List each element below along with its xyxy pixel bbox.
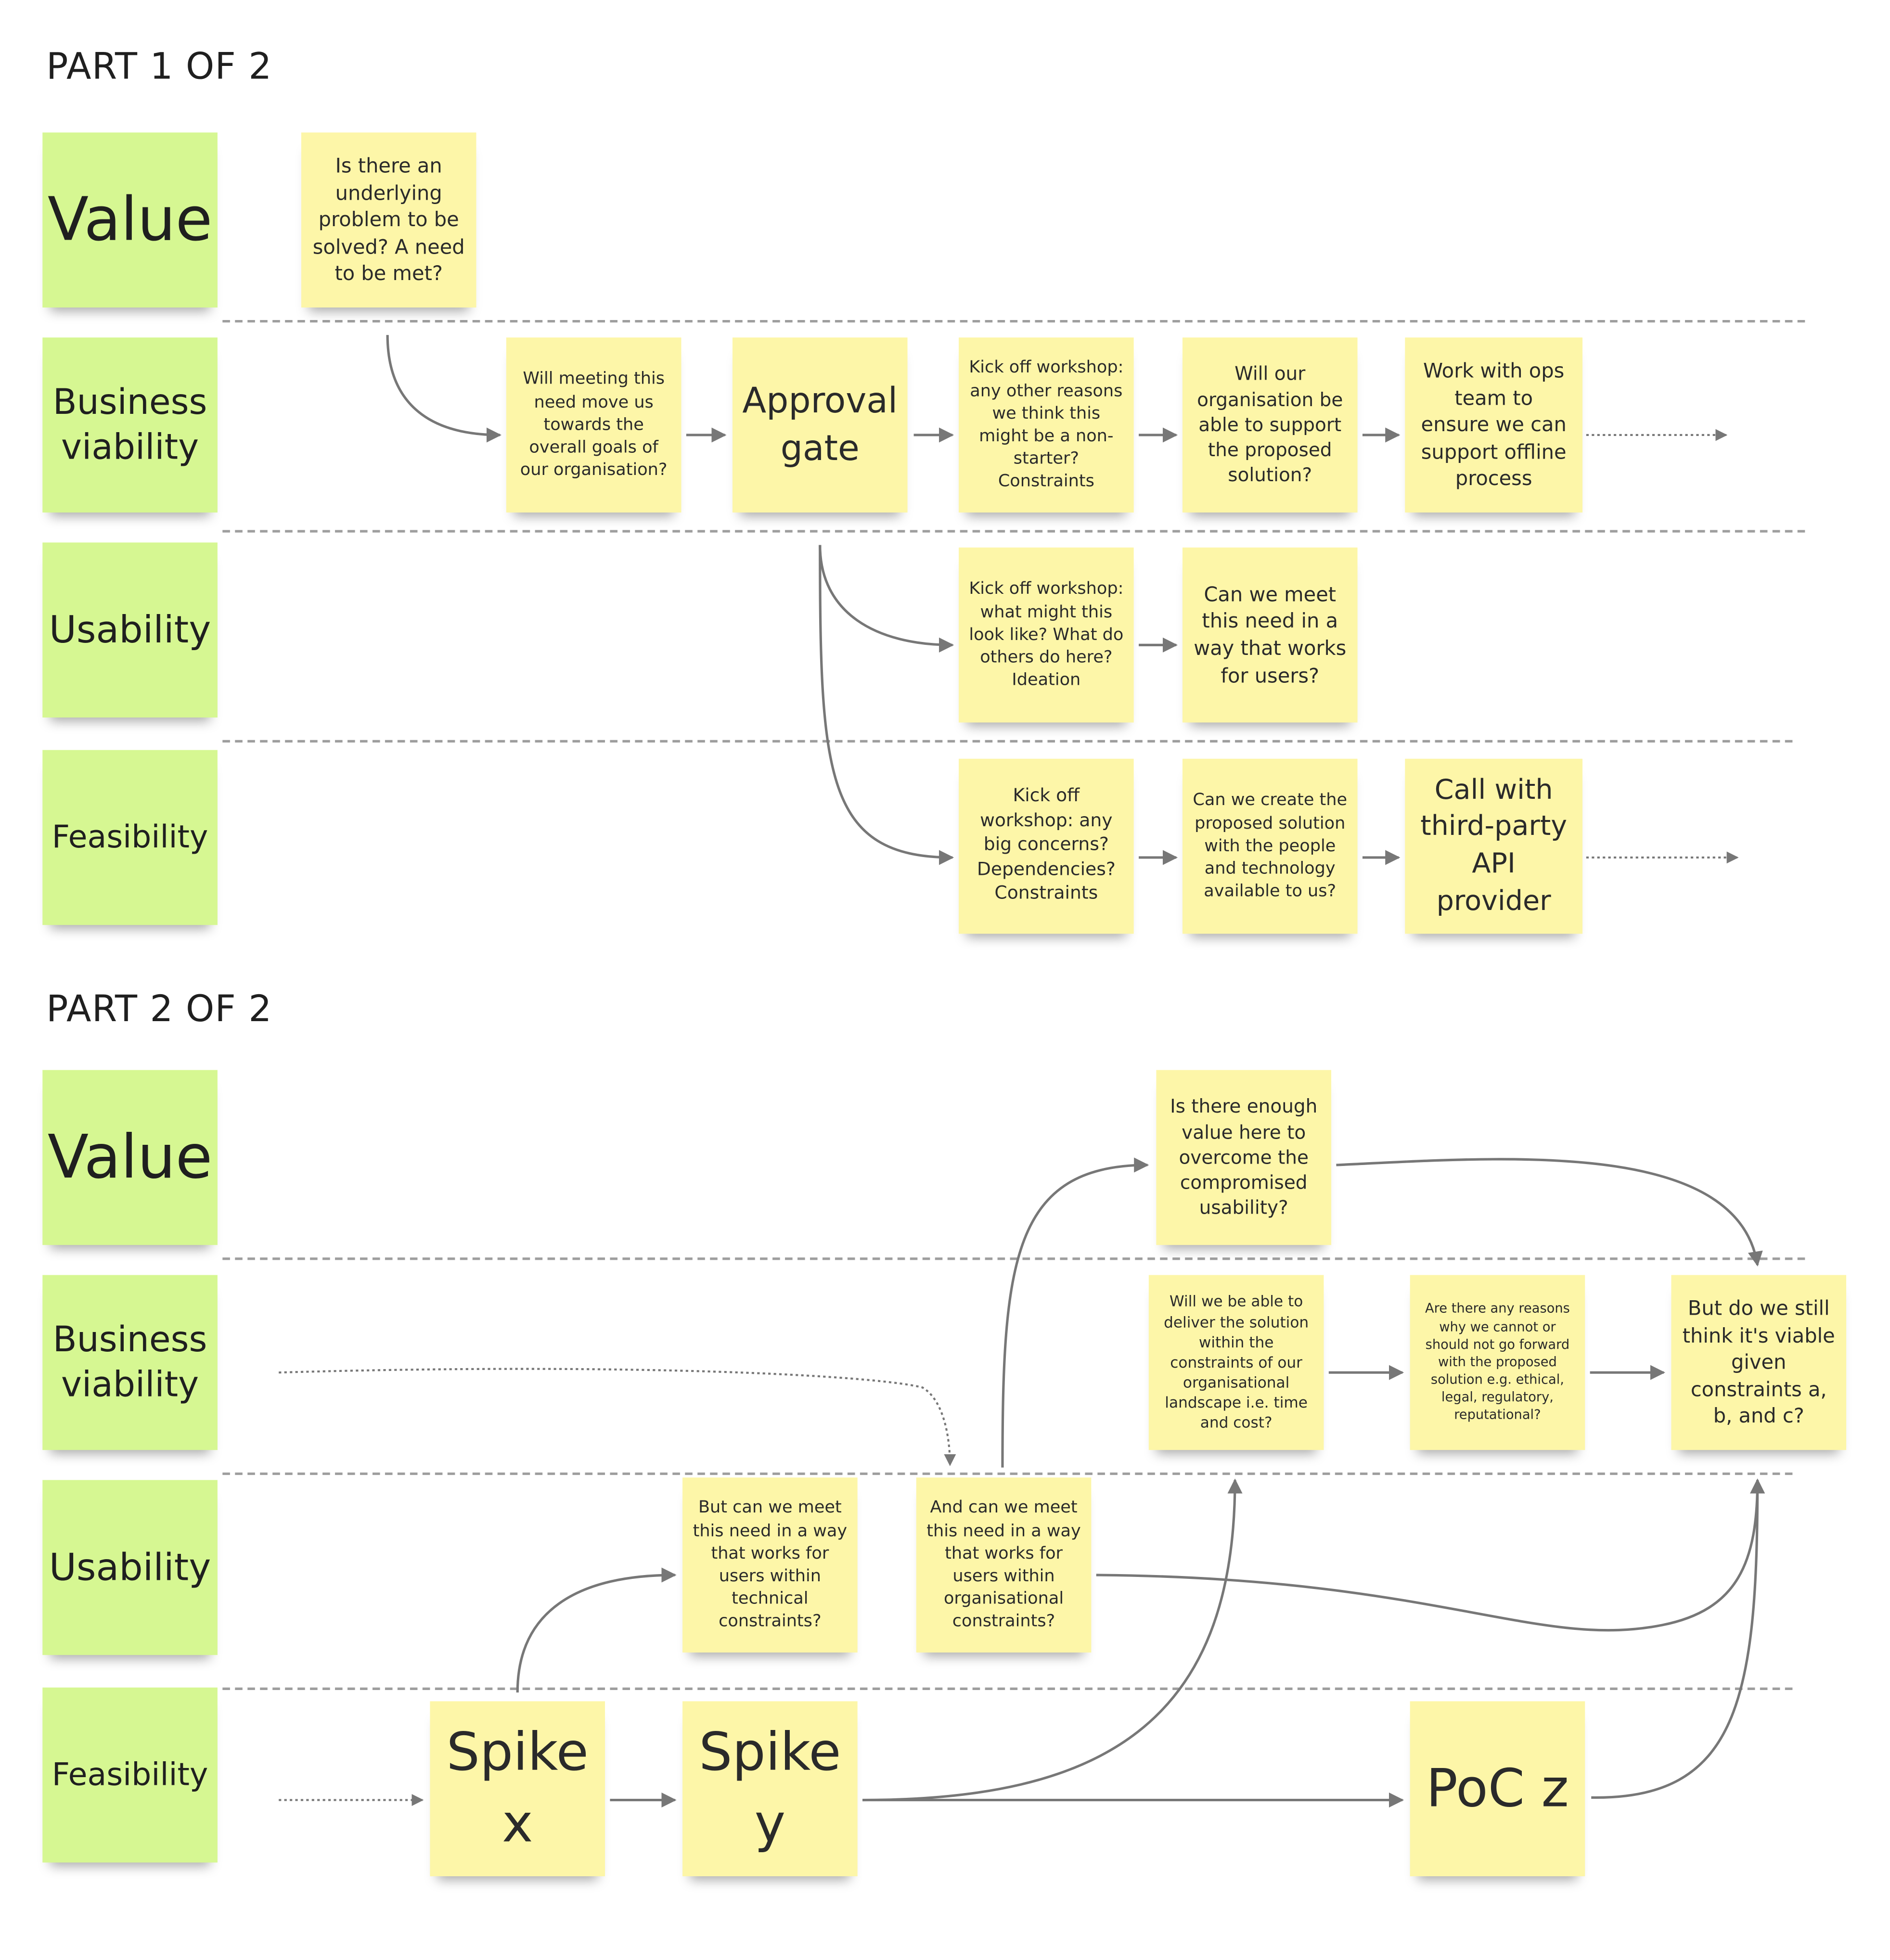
- sticky-kickoff-other-reasons[interactable]: Kick off workshop: any other reasons we …: [959, 337, 1134, 513]
- arrow-approval-to-ideation: [819, 545, 954, 653]
- lane-label-usability[interactable]: Usability: [42, 1480, 218, 1655]
- sticky-support-solution[interactable]: Will our organisation be able to support…: [1182, 337, 1358, 513]
- arrow-organisational-to-value: [1001, 1157, 1149, 1468]
- sticky-kickoff-ideation[interactable]: Kick off workshop: what might this look …: [959, 547, 1134, 723]
- sticky-technical-constraints[interactable]: But can we meet this need in a way that …: [682, 1477, 858, 1653]
- lane-label-usability[interactable]: Usability: [42, 542, 218, 718]
- sticky-underlying-problem[interactable]: Is there an underlying problem to be sol…: [301, 132, 476, 308]
- lane-separator: [222, 1257, 1805, 1260]
- part-1-title: PART 1 OF 2: [46, 45, 272, 88]
- sticky-spike-x[interactable]: Spike x: [430, 1701, 605, 1876]
- arrow-organisational-to-viable: [1096, 1478, 1765, 1632]
- sticky-work-with-ops[interactable]: Work with ops team to ensure we can supp…: [1405, 337, 1583, 513]
- arrow-approval-to-concerns: [819, 545, 954, 865]
- arrow-poc-to-viable: [1591, 1478, 1765, 1799]
- lane-separator: [222, 740, 1793, 743]
- lane-label-business-viability[interactable]: Business viability: [42, 1275, 218, 1450]
- sticky-spike-y[interactable]: Spike y: [682, 1701, 858, 1876]
- arrow-value-to-viable: [1336, 1158, 1763, 1267]
- sticky-deliver-within-constraints[interactable]: Will we be able to deliver the solution …: [1148, 1275, 1324, 1450]
- lane-label-feasibility[interactable]: Feasibility: [42, 1687, 218, 1863]
- arrow-business-incoming: [279, 1368, 956, 1466]
- lane-label-value[interactable]: Value: [42, 1070, 218, 1245]
- arrow-spikex-to-technical: [516, 1567, 677, 1693]
- lane-separator: [222, 320, 1805, 323]
- sticky-create-solution[interactable]: Can we create the proposed solution with…: [1182, 758, 1358, 934]
- sticky-still-viable[interactable]: But do we still think it's viable given …: [1671, 1275, 1847, 1450]
- sticky-approval-gate[interactable]: Approval gate: [732, 337, 908, 513]
- lane-separator: [222, 1472, 1793, 1475]
- sticky-organisation-goals[interactable]: Will meeting this need move us towards t…: [506, 337, 681, 513]
- sticky-any-reasons[interactable]: Are there any reasons why we cannot or s…: [1410, 1275, 1585, 1450]
- part-2-title: PART 2 OF 2: [46, 987, 272, 1030]
- sticky-call-api-provider[interactable]: Call with third-party API provider: [1405, 758, 1583, 934]
- lane-label-business-viability[interactable]: Business viability: [42, 337, 218, 513]
- lane-label-value[interactable]: Value: [42, 132, 218, 308]
- lane-separator: [222, 1687, 1793, 1690]
- sticky-meet-need-users[interactable]: Can we meet this need in a way that work…: [1182, 547, 1358, 723]
- sticky-poc-z[interactable]: PoC z: [1410, 1701, 1585, 1876]
- sticky-kickoff-concerns[interactable]: Kick off workshop: any big concerns? Dep…: [959, 758, 1134, 934]
- sticky-organisational-constraints[interactable]: And can we meet this need in a way that …: [916, 1477, 1092, 1653]
- sticky-enough-value[interactable]: Is there enough value here to overcome t…: [1156, 1070, 1332, 1245]
- arrow-problem-to-goals: [386, 335, 501, 443]
- lane-label-feasibility[interactable]: Feasibility: [42, 750, 218, 925]
- lane-separator: [222, 530, 1805, 533]
